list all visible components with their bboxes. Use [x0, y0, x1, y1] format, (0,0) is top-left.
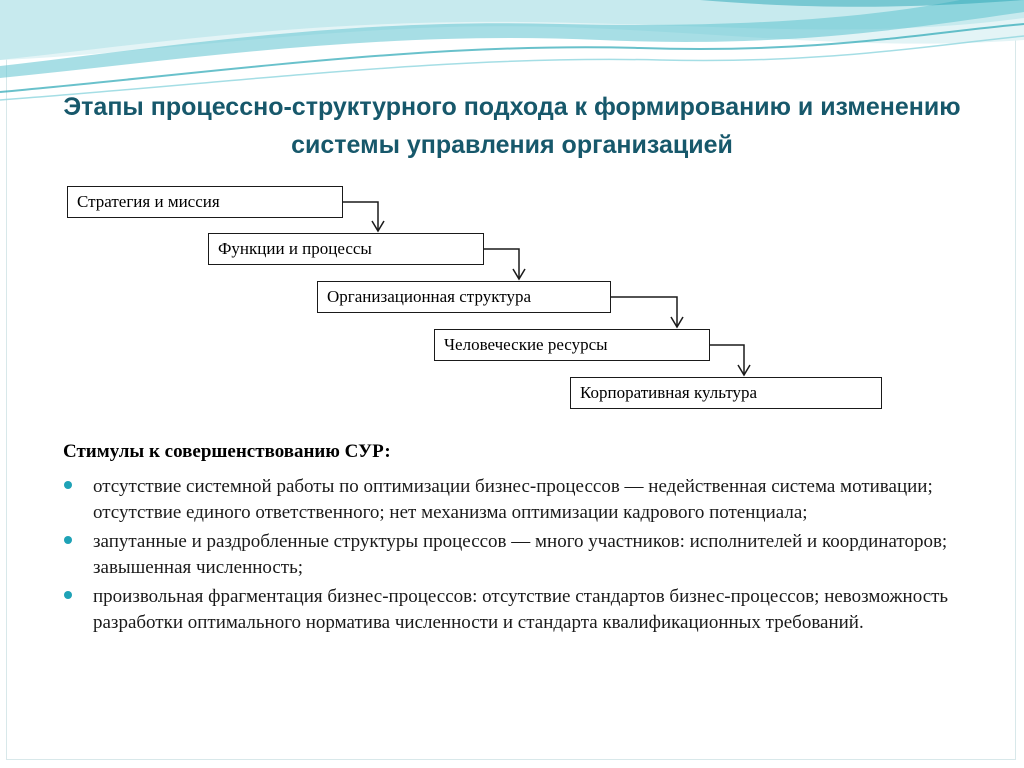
stage-human-resources: Человеческие ресурсы [434, 329, 710, 361]
slide-title: Этапы процессно-структурного подхода к ф… [63, 93, 961, 159]
wave-teal [0, 0, 1024, 60]
stimuli-list: отсутствие системной работы по оптимизац… [64, 474, 964, 639]
decorative-waves [0, 0, 1024, 101]
wave-line-2 [0, 35, 1024, 101]
bullet-dot-icon [64, 591, 72, 599]
stimuli-item-text: отсутствие системной работы по оптимизац… [93, 476, 933, 523]
stimuli-item-text: запутанные и раздробленные структуры про… [93, 531, 948, 578]
stage-corporate-culture: Корпоративная культура [570, 377, 882, 409]
stimuli-item: произвольная фрагментация бизнес-процесс… [64, 584, 964, 636]
stage-org-structure: Организационная структура [317, 281, 611, 313]
stage-functions-processes: Функции и процессы [208, 233, 484, 265]
wave-line-1 [0, 23, 1024, 93]
stimuli-item: отсутствие системной работы по оптимизац… [64, 474, 964, 526]
bullet-dot-icon [64, 536, 72, 544]
wave-band [0, 0, 1024, 78]
bullet-dot-icon [64, 481, 72, 489]
wave-dark-top [700, 0, 1024, 7]
stimuli-item-text: произвольная фрагментация бизнес-процесс… [93, 586, 949, 633]
stimuli-item: запутанные и раздробленные структуры про… [64, 529, 964, 581]
stimuli-heading: Стимулы к совершенствованию СУР: [63, 441, 391, 462]
stage-strategy-mission: Стратегия и миссия [67, 186, 343, 218]
